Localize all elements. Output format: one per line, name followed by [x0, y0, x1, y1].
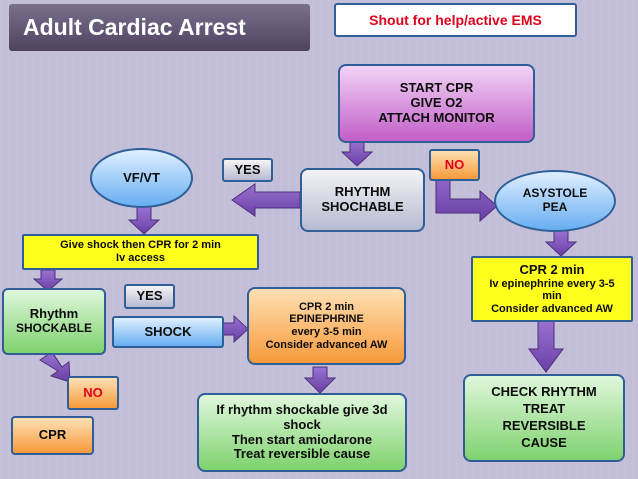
epinephrine-line: EPINEPHRINE	[289, 313, 364, 326]
attach-monitor-line: ATTACH MONITOR	[378, 109, 495, 125]
cpr-box: CPR	[11, 416, 94, 455]
cpr-epinephrine-box: CPR 2 min Iv epinephrine every 3-5 min C…	[471, 256, 633, 322]
shochable-line: SHOCHABLE	[321, 199, 404, 214]
cpr-2min-line: CPR 2 min	[519, 261, 585, 277]
no-bottom-label: NO	[67, 376, 119, 410]
consider-aw-epi-line: Consider advanced AW	[265, 338, 388, 351]
rhythm-shochable-box: RHYTHM SHOCHABLE	[300, 168, 425, 232]
arrow-vfvt-to-shock	[127, 206, 161, 235]
cpr-2min-epi-line: CPR 2 min	[298, 300, 354, 313]
consider-aw-line: Consider advanced AW	[491, 302, 613, 315]
check-rhythm-box: CHECK RHYTHM TREAT REVERSIBLE CAUSE	[463, 374, 625, 462]
asystole-line: ASYSTOLE	[522, 186, 588, 201]
pea-line: PEA	[542, 200, 568, 214]
start-cpr-box: START CPR GIVE O2 ATTACH MONITOR	[338, 64, 535, 143]
yes-top-label: YES	[222, 158, 273, 182]
no-top-label: NO	[429, 149, 480, 181]
third-shock-box: If rhythm shockable give 3d shock Then s…	[197, 393, 407, 472]
page-title: Adult Cardiac Arrest	[9, 4, 310, 51]
third-shock-line2: shock	[283, 416, 321, 432]
shockable-label: SHOCKABLE	[15, 321, 92, 336]
reversible-cause-line: Treat reversible cause	[233, 446, 371, 462]
check-rhythm-line: CHECK RHYTHM	[491, 384, 597, 400]
arrow-cpr-to-check	[528, 320, 564, 373]
shock-box: SHOCK	[112, 316, 224, 348]
arrow-rhythm-to-no	[39, 351, 71, 383]
epinephrine-box: CPR 2 min EPINEPHRINE every 3-5 min Cons…	[247, 287, 406, 365]
asystole-pea-ellipse: ASYSTOLE PEA	[494, 170, 616, 232]
third-shock-line1: If rhythm shockable give 3d	[216, 401, 388, 417]
give-shock-line: Give shock then CPR for 2 min	[60, 239, 221, 252]
arrow-epi-to-third	[303, 366, 337, 394]
arrow-shock-to-epi	[221, 314, 249, 344]
cause-line: CAUSE	[521, 434, 567, 450]
min-line: min	[542, 290, 562, 303]
arrow-rhythm-to-vfvt	[231, 183, 301, 217]
give-o2-line: GIVE O2	[410, 95, 463, 111]
rhythm-line: RHYTHM	[334, 184, 391, 200]
start-cpr-line: START CPR	[399, 80, 474, 96]
every-3-5-line: every 3-5 min	[291, 326, 362, 338]
arrow-shock-to-rhythm	[32, 269, 64, 292]
rhythm-label: Rhythm	[29, 306, 79, 322]
vfvt-ellipse: VF/VT	[90, 148, 193, 208]
treat-line: TREAT	[522, 401, 566, 417]
arrow-no-to-asystole	[435, 165, 498, 223]
yes-mid-label: YES	[124, 284, 175, 309]
iv-epinephrine-line: Iv epinephrine every 3-5	[489, 277, 615, 290]
give-shock-box: Give shock then CPR for 2 min Iv access	[22, 234, 259, 270]
iv-access-line: Iv access	[116, 252, 165, 264]
amiodarone-line: Then start amiodarone	[231, 431, 373, 447]
reversible-line: REVERSIBLE	[502, 418, 586, 433]
shout-for-help-box: Shout for help/active EMS	[334, 3, 577, 37]
arrow-asystole-to-cpr	[544, 230, 578, 257]
arrow-start-to-rhythm	[340, 140, 374, 167]
rhythm-shockable-box: Rhythm SHOCKABLE	[2, 288, 106, 355]
